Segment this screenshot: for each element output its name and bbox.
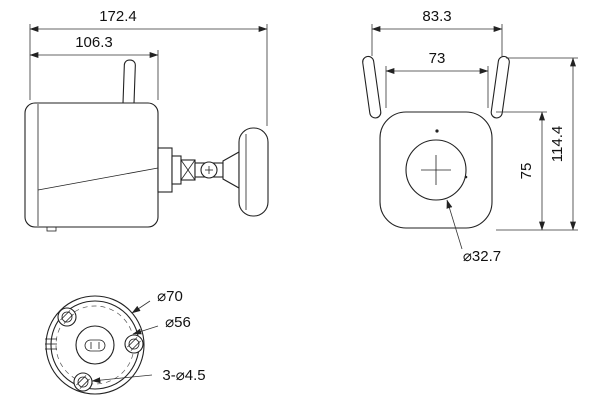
side-view xyxy=(24,59,269,232)
side-view-dimensions: 172.4 106.3 xyxy=(29,8,268,126)
leader-bolt-circle xyxy=(132,325,159,335)
dim-side-body-length: 106.3 xyxy=(75,34,113,51)
dim-front-overall-height: 114.4 xyxy=(549,126,566,162)
antenna-left xyxy=(362,55,382,119)
status-led xyxy=(464,175,468,179)
lens-barrel-step1 xyxy=(157,147,173,193)
dim-base-mounting-holes: 3-⌀4.5 xyxy=(162,367,205,384)
leader-mounting-holes xyxy=(91,374,153,384)
lens-barrel-step2 xyxy=(171,155,182,185)
dim-base-outer-diameter: ⌀70 xyxy=(157,288,183,305)
bottom-view xyxy=(45,295,145,395)
sunshield-edge xyxy=(37,167,159,191)
mounting-hole xyxy=(124,334,144,354)
mount-neck xyxy=(222,151,240,189)
dim-lens-diameter: ⌀32.7 xyxy=(463,248,501,265)
bottom-screw xyxy=(46,226,57,232)
leader-lens-diameter xyxy=(446,199,463,250)
dim-front-inner-width: 73 xyxy=(429,50,446,67)
lens-circle xyxy=(405,139,467,201)
mounting-hole xyxy=(73,372,93,392)
dim-front-overall-width: 83.3 xyxy=(422,8,451,25)
front-view xyxy=(362,55,510,229)
antenna-right xyxy=(490,55,510,119)
dim-front-body-height: 75 xyxy=(518,163,535,180)
mic-hole xyxy=(435,129,439,133)
cable-slot xyxy=(84,339,106,352)
camera-body-side xyxy=(24,102,159,228)
bracket-cross-line xyxy=(180,159,196,181)
dim-side-overall-length: 172.4 xyxy=(99,8,137,25)
center-hub xyxy=(75,325,115,365)
base-outer-circle xyxy=(45,295,145,395)
mount-base-side xyxy=(238,127,269,217)
bottom-view-dimensions: ⌀70 ⌀56 3-⌀4.5 xyxy=(91,288,206,384)
leader-outer-diameter xyxy=(131,300,151,314)
mounting-hole xyxy=(57,307,77,327)
dim-base-bolt-circle: ⌀56 xyxy=(165,314,191,331)
front-view-dimensions: 83.3 73 114.4 75 ⌀32.7 xyxy=(371,8,578,265)
